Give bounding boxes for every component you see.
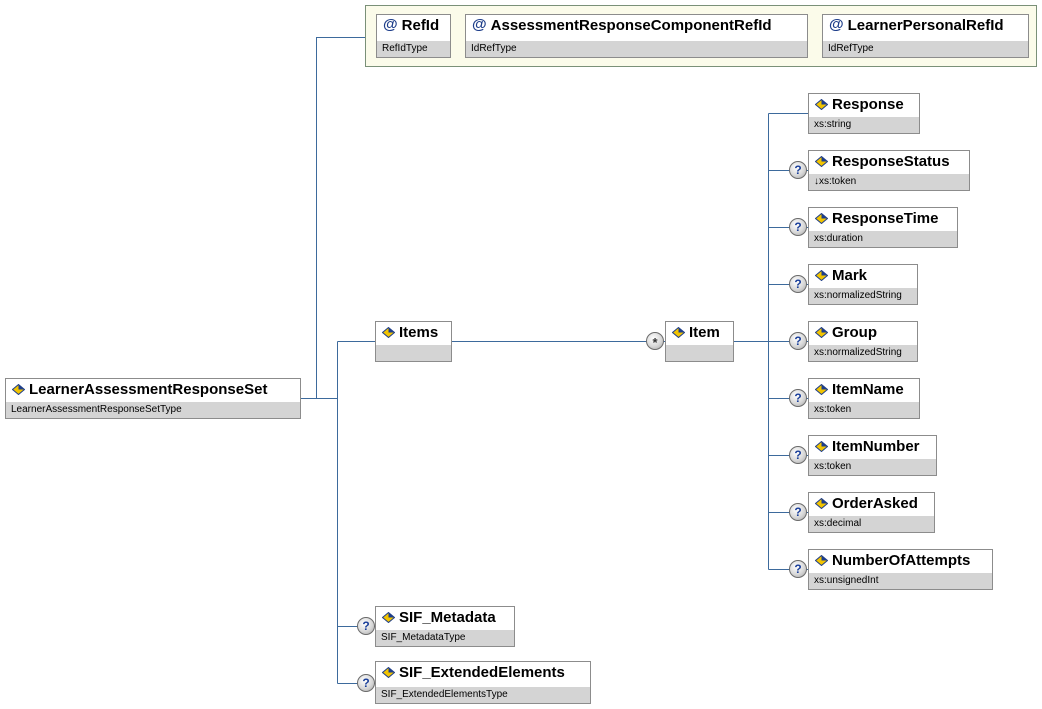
child-element-name: OrderAsked [832,494,918,512]
child-responsestatus-node[interactable]: ResponseStatus ↓xs:token [808,150,970,191]
child-element-type: xs:normalizedString [809,288,917,304]
child-element-type: xs:decimal [809,516,934,532]
child-element-name: ResponseStatus [832,152,950,170]
element-icon [815,98,828,110]
child-element-type: xs:duration [809,231,957,247]
attribute-refid-node[interactable]: @ RefId RefIdType [376,14,451,58]
optional-question-icon: ? [789,389,807,407]
element-icon [382,326,395,338]
child-element-name: Mark [832,266,868,284]
child-responsetime-node[interactable]: ResponseTime xs:duration [808,207,958,248]
element-icon [382,611,395,623]
child-element-type: xs:token [809,459,936,475]
child-element-type: ↓xs:token [809,174,969,190]
attribute-name: LearnerPersonalRefId [847,16,1004,34]
attributes-group: @ RefId RefIdType @ AssessmentResponseCo… [365,5,1037,67]
cardinality-star-icon: * [646,332,664,350]
element-icon [815,155,828,167]
attribute-learnerpersonalrefid-node[interactable]: @ LearnerPersonalRefId IdRefType [822,14,1029,58]
child-element-name: ItemName [832,380,904,398]
items-element-name: Items [399,323,439,341]
sif-extendedelements-name: SIF_ExtendedElements [399,663,565,681]
child-element-name: ItemNumber [832,437,920,455]
root-element-node[interactable]: LearnerAssessmentResponseSet LearnerAsse… [5,378,301,419]
optional-question-icon: ? [789,560,807,578]
attribute-at-icon: @ [383,16,398,33]
sif-metadata-type: SIF_MetadataType [376,630,514,646]
sif-extendedelements-type: SIF_ExtendedElementsType [376,687,590,703]
child-element-name: NumberOfAttempts [832,551,971,569]
attribute-type: IdRefType [466,41,807,57]
attribute-at-icon: @ [472,16,487,33]
child-element-name: ResponseTime [832,209,939,227]
optional-question-icon: ? [789,161,807,179]
optional-question-icon: ? [789,275,807,293]
element-icon [815,383,828,395]
element-icon [815,440,828,452]
child-group-node[interactable]: Group xs:normalizedString [808,321,918,362]
child-element-type: xs:string [809,117,919,133]
child-numberofattempts-node[interactable]: NumberOfAttempts xs:unsignedInt [808,549,993,590]
sif-metadata-node[interactable]: SIF_Metadata SIF_MetadataType [375,606,515,647]
element-icon [815,554,828,566]
optional-question-icon: ? [789,446,807,464]
attribute-assessmentresponsecomponentrefid-node[interactable]: @ AssessmentResponseComponentRefId IdRef… [465,14,808,58]
attribute-type: IdRefType [823,41,1028,57]
child-element-name: Response [832,95,904,113]
element-icon [382,666,395,678]
child-mark-node[interactable]: Mark xs:normalizedString [808,264,918,305]
child-element-type: xs:token [809,402,919,418]
element-icon [815,212,828,224]
child-element-type: xs:unsignedInt [809,573,992,589]
attribute-name: AssessmentResponseComponentRefId [490,16,772,34]
optional-question-icon: ? [789,503,807,521]
items-element-node[interactable]: Items [375,321,452,362]
items-element-type [376,345,451,361]
optional-question-icon: ? [357,617,375,635]
optional-question-icon: ? [789,332,807,350]
root-element-name: LearnerAssessmentResponseSet [29,380,268,398]
sif-metadata-name: SIF_Metadata [399,608,496,626]
element-icon [815,497,828,509]
child-response-node[interactable]: Response xs:string [808,93,920,134]
sif-extendedelements-node[interactable]: SIF_ExtendedElements SIF_ExtendedElement… [375,661,591,704]
root-to-attributes-connector [300,37,365,399]
optional-question-icon: ? [357,674,375,692]
element-icon [12,383,25,395]
element-icon [815,269,828,281]
child-itemnumber-node[interactable]: ItemNumber xs:token [808,435,937,476]
optional-question-icon: ? [789,218,807,236]
child-element-type: xs:normalizedString [809,345,917,361]
child-orderasked-node[interactable]: OrderAsked xs:decimal [808,492,935,533]
attribute-at-icon: @ [829,16,844,33]
element-icon [672,326,685,338]
attribute-type: RefIdType [377,41,450,57]
item-element-node[interactable]: Item [665,321,734,362]
attribute-name: RefId [401,16,440,34]
root-element-type: LearnerAssessmentResponseSetType [6,402,300,418]
child-itemname-node[interactable]: ItemName xs:token [808,378,920,419]
item-element-name: Item [689,323,720,341]
child-element-name: Group [832,323,877,341]
element-icon [815,326,828,338]
item-element-type [666,345,733,361]
